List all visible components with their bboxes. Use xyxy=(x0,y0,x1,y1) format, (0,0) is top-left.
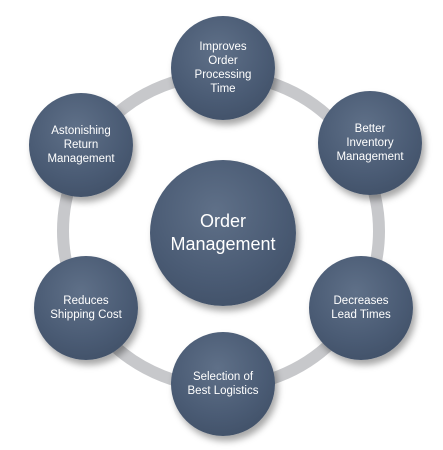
node-improves-order-processing-time: Improves Order Processing Time xyxy=(171,16,275,120)
node-label: Selection of Best Logistics xyxy=(187,371,259,397)
center-node-label: Order Management xyxy=(170,211,276,254)
node-label: Improves Order Processing Time xyxy=(194,41,252,95)
node-selection-of-best-logistics: Selection of Best Logistics xyxy=(171,332,275,436)
node-reduces-shipping-cost: Reduces Shipping Cost xyxy=(34,256,138,360)
node-better-inventory-management: Better Inventory Management xyxy=(318,91,422,195)
center-node-order-management: Order Management xyxy=(150,160,296,306)
node-label: Decreases Lead Times xyxy=(331,295,391,321)
node-label: Better Inventory Management xyxy=(336,123,404,163)
node-label: Astonishing Return Management xyxy=(47,125,115,165)
node-decreases-lead-times: Decreases Lead Times xyxy=(309,256,413,360)
node-astonishing-return-management: Astonishing Return Management xyxy=(29,93,133,197)
node-label: Reduces Shipping Cost xyxy=(50,295,122,321)
